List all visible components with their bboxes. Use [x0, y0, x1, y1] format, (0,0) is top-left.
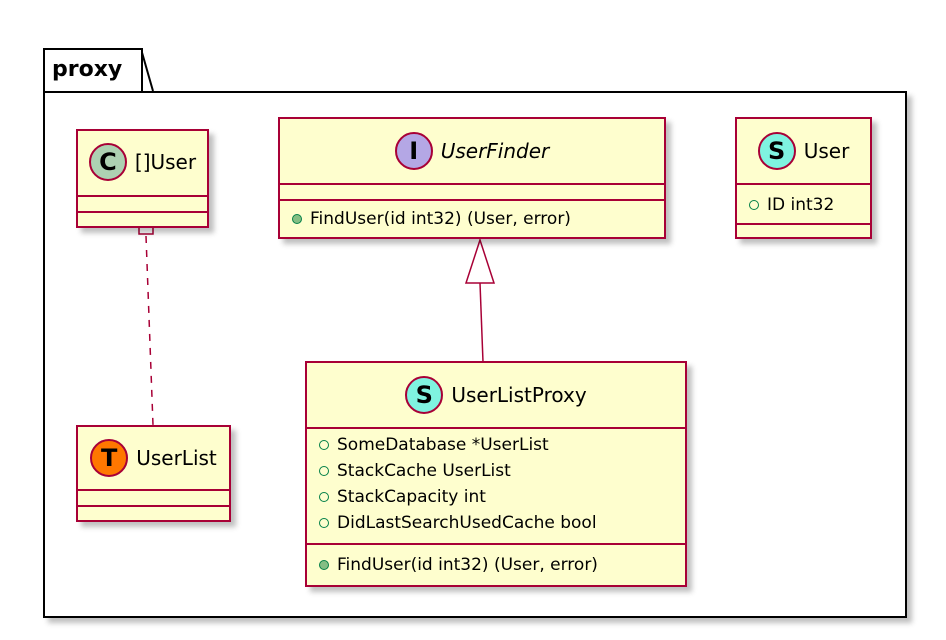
public-field-icon	[319, 518, 329, 528]
realization-line	[479, 282, 484, 363]
class-user-slice[interactable]: C []User	[76, 129, 209, 228]
public-method-icon	[292, 214, 302, 224]
public-field-icon	[749, 200, 759, 210]
struct-name: UserListProxy	[451, 383, 587, 407]
circle-c-icon: C	[88, 143, 127, 181]
public-field-icon	[319, 492, 329, 502]
field-row: DidLastSearchUsedCache bool	[319, 513, 597, 533]
package-title: proxy	[52, 57, 123, 82]
struct-user[interactable]: S User ID int32	[735, 117, 872, 239]
method-row: FindUser(id int32) (User, error)	[319, 555, 598, 575]
field-row: SomeDatabase *UserList	[319, 435, 549, 455]
class-name: []User	[134, 150, 197, 174]
circle-i-icon: I	[394, 132, 433, 170]
struct-user-list-proxy[interactable]: S UserListProxy SomeDatabase *UserList S…	[305, 361, 687, 587]
interface-user-finder[interactable]: I UserFinder FindUser(id int32) (User, e…	[278, 117, 666, 239]
circle-s-icon: S	[405, 376, 444, 414]
type-name: UserList	[136, 446, 217, 470]
field-row: StackCapacity int	[319, 487, 486, 507]
realization-arrowhead	[464, 237, 496, 284]
public-field-icon	[319, 466, 329, 476]
public-method-icon	[319, 560, 329, 570]
circle-s-icon: S	[757, 132, 796, 170]
struct-name: User	[803, 139, 850, 163]
package-tab-slant	[141, 48, 154, 92]
type-user-list[interactable]: T UserList	[76, 425, 231, 522]
package-tab	[43, 48, 143, 91]
alias-dashed-line	[145, 235, 154, 426]
public-field-icon	[319, 440, 329, 450]
interface-name: UserFinder	[440, 139, 550, 163]
field-row: StackCache UserList	[319, 461, 511, 481]
circle-t-icon: T	[90, 439, 129, 477]
field-row: ID int32	[749, 195, 834, 215]
method-row: FindUser(id int32) (User, error)	[292, 209, 571, 229]
